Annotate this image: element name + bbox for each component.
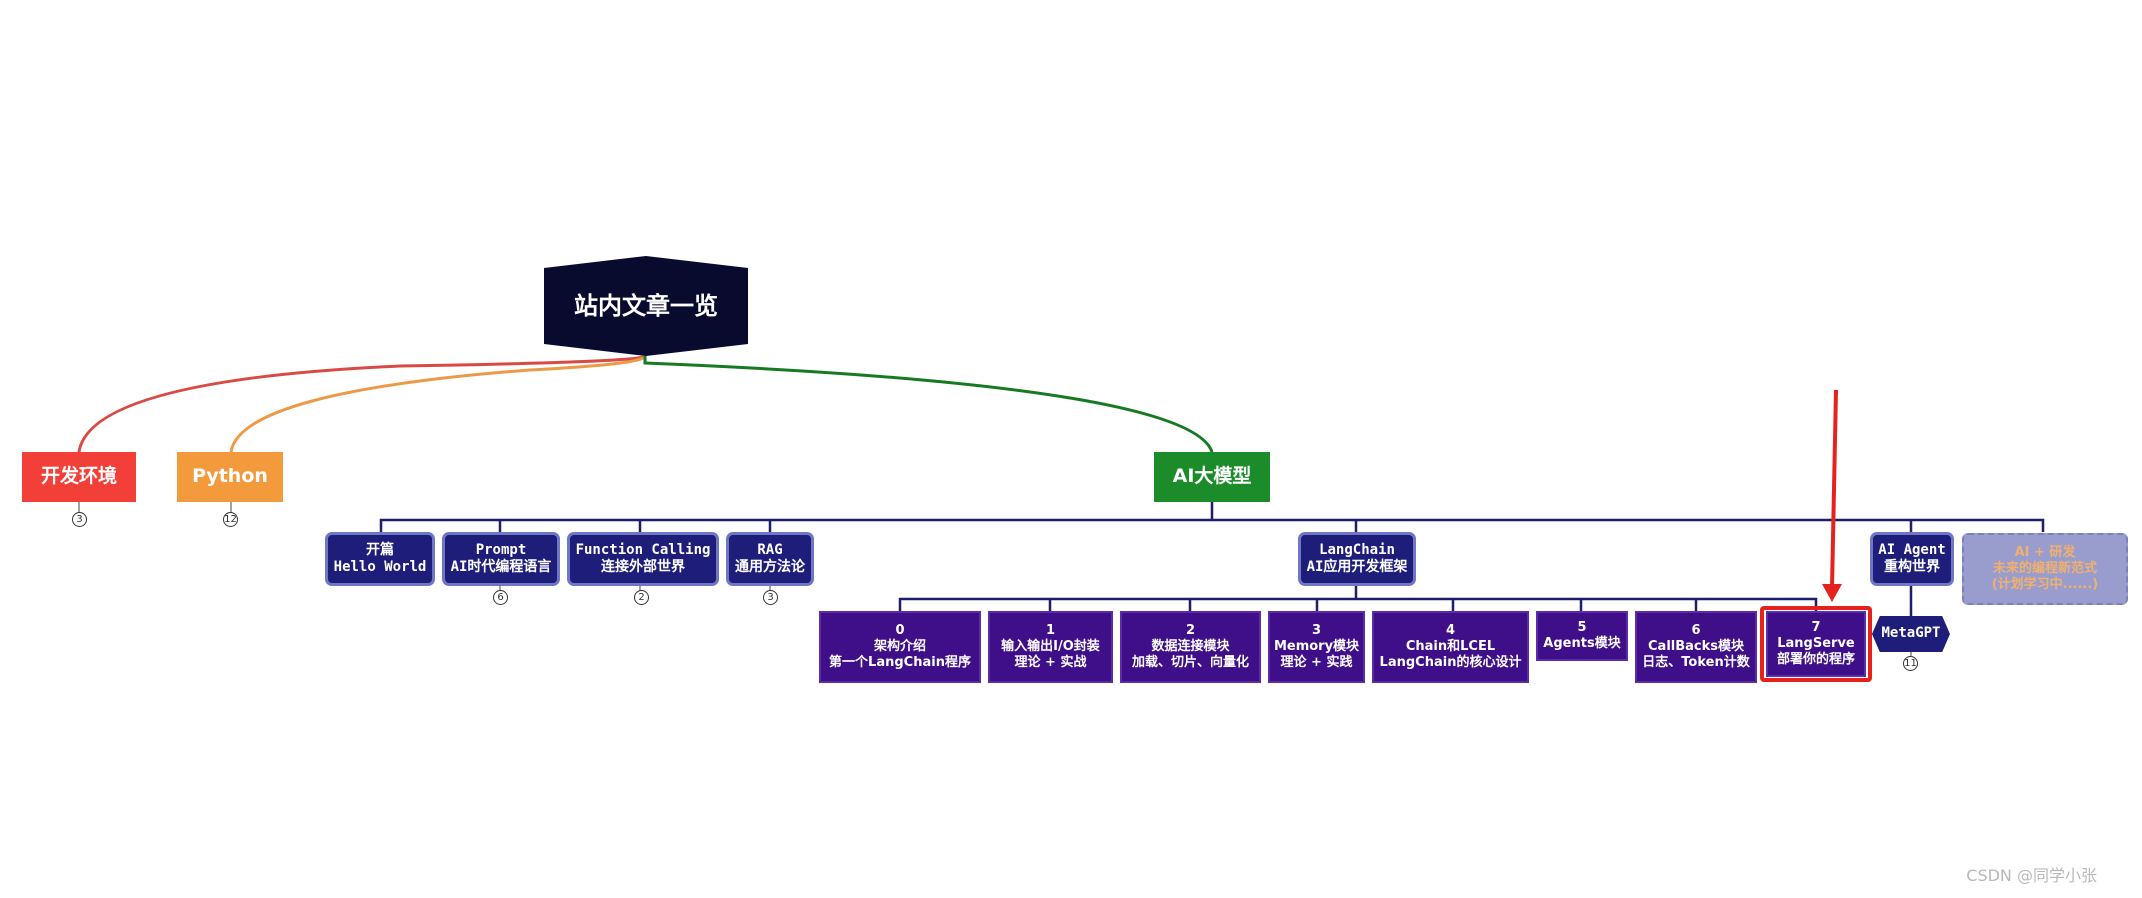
node-ai-agent[interactable]: AI Agent 重构世界	[1870, 532, 1954, 586]
module-7[interactable]: 7 LangServe 部署你的程序	[1766, 611, 1866, 677]
node-line: Hello World	[333, 559, 427, 575]
node-line: AI + 研发	[2014, 544, 2076, 560]
module-number: 4	[1445, 622, 1456, 638]
module-line: 第一个LangChain程序	[829, 655, 971, 671]
module-number: 1	[1045, 622, 1056, 638]
node-line: 开篇	[366, 541, 394, 558]
node-metagpt[interactable]: MetaGPT	[1872, 616, 1950, 652]
root-node[interactable]: 站内文章一览	[544, 256, 748, 356]
count-badge: 6	[493, 590, 508, 605]
node-function-calling[interactable]: Function Calling 连接外部世界	[567, 532, 719, 586]
module-line: Agents模块	[1543, 636, 1621, 651]
node-ai-dev-planned[interactable]: AI + 研发 未来的编程新范式 (计划学习中......)	[1962, 533, 2128, 605]
category-dev-env[interactable]: 开发环境	[22, 452, 142, 508]
node-line: Function Calling	[575, 541, 711, 558]
category-ai-models[interactable]: AI大模型	[1154, 452, 1276, 508]
module-6[interactable]: 6 CallBacks模块 日志、Token计数	[1635, 611, 1757, 683]
module-3[interactable]: 3 Memory模块 理论 + 实践	[1268, 611, 1365, 683]
module-number: 2	[1185, 622, 1196, 638]
module-line: LangServe	[1777, 635, 1855, 651]
count-badge: 11	[1903, 656, 1918, 671]
node-line: AI时代编程语言	[450, 559, 552, 575]
module-line: 部署你的程序	[1776, 652, 1855, 668]
module-0[interactable]: 0 架构介绍 第一个LangChain程序	[819, 611, 981, 683]
node-langchain[interactable]: LangChain AI应用开发框架	[1298, 532, 1416, 586]
node-rag[interactable]: RAG 通用方法论	[726, 532, 814, 586]
module-line: Chain和LCEL	[1405, 638, 1496, 654]
node-line: AI Agent	[1878, 541, 1946, 558]
module-2[interactable]: 2 数据连接模块 加载、切片、向量化	[1120, 611, 1261, 683]
count-badge: 2	[634, 590, 649, 605]
node-line: Prompt	[475, 541, 527, 558]
module-line: CallBacks模块	[1648, 638, 1744, 654]
module-5[interactable]: 5 Agents模块	[1536, 611, 1628, 661]
module-number: 6	[1691, 622, 1701, 638]
module-4[interactable]: 4 Chain和LCEL LangChain的核心设计	[1372, 611, 1529, 683]
count-badge: 3	[72, 512, 87, 527]
node-line: AI应用开发框架	[1306, 559, 1408, 575]
module-number: 3	[1311, 622, 1322, 638]
count-badge: 12	[223, 512, 238, 527]
module-number: 5	[1577, 619, 1587, 635]
highlight-box	[1760, 606, 1872, 682]
category-python[interactable]: Python	[177, 452, 289, 508]
module-line: 输入输出I/O封装	[1001, 638, 1100, 654]
node-line: 重构世界	[1884, 559, 1940, 575]
module-line: LangChain的核心设计	[1379, 655, 1522, 671]
node-prompt[interactable]: Prompt AI时代编程语言	[442, 532, 560, 586]
module-number: 7	[1811, 619, 1821, 635]
module-line: 加载、切片、向量化	[1131, 655, 1249, 671]
module-line: Memory模块	[1273, 638, 1360, 654]
node-line: (计划学习中......)	[1991, 577, 2099, 593]
node-intro[interactable]: 开篇 Hello World	[325, 532, 435, 586]
node-line: 连接外部世界	[601, 559, 685, 575]
module-line: 理论 + 实践	[1280, 655, 1353, 671]
node-line: LangChain	[1319, 541, 1395, 558]
module-1[interactable]: 1 输入输出I/O封装 理论 + 实战	[988, 611, 1113, 683]
node-line: RAG	[757, 541, 783, 558]
count-badge: 3	[763, 590, 778, 605]
module-number: 0	[895, 622, 905, 638]
watermark: CSDN @同学小张	[1966, 866, 2097, 885]
module-line: 日志、Token计数	[1642, 655, 1750, 671]
module-line: 架构介绍	[873, 638, 926, 654]
node-line: 通用方法论	[735, 559, 805, 575]
module-line: 数据连接模块	[1151, 638, 1230, 654]
module-line: 理论 + 实战	[1014, 655, 1087, 671]
node-line: 未来的编程新范式	[1992, 560, 2097, 576]
